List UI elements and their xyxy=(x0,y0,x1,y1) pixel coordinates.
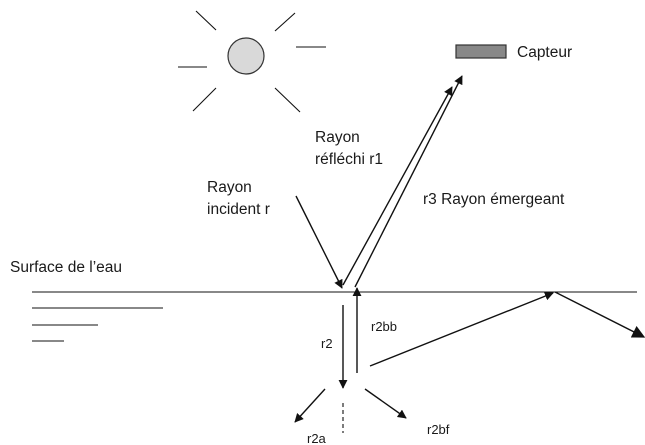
r2bb-label: r2bb xyxy=(371,319,397,334)
water-surface-label: Surface de l’eau xyxy=(10,259,122,276)
sensor-label: Capteur xyxy=(517,44,572,61)
reflected-ray-label-line1: Rayon xyxy=(315,129,360,146)
r2bf-label: r2bf xyxy=(427,422,450,437)
ray-r2bf xyxy=(364,388,407,419)
incident-ray-label-line2: incident r xyxy=(207,201,270,218)
incident-ray-label-line1: Rayon xyxy=(207,179,252,196)
ray-r2a xyxy=(294,388,326,423)
reflected-ray xyxy=(342,86,453,286)
emergent-ray xyxy=(354,75,463,288)
r2a-label: r2a xyxy=(307,431,327,445)
incident-ray xyxy=(295,195,343,289)
sun-icon xyxy=(178,10,326,113)
underwater-rising-ray xyxy=(369,291,554,367)
surface-reflected-ray xyxy=(554,291,645,338)
sensor-icon xyxy=(455,44,507,59)
reflected-ray-label-line2: réfléchi r1 xyxy=(315,151,383,168)
emergent-ray-label: r3 Rayon émergeant xyxy=(423,191,565,208)
r2-label: r2 xyxy=(321,336,333,351)
